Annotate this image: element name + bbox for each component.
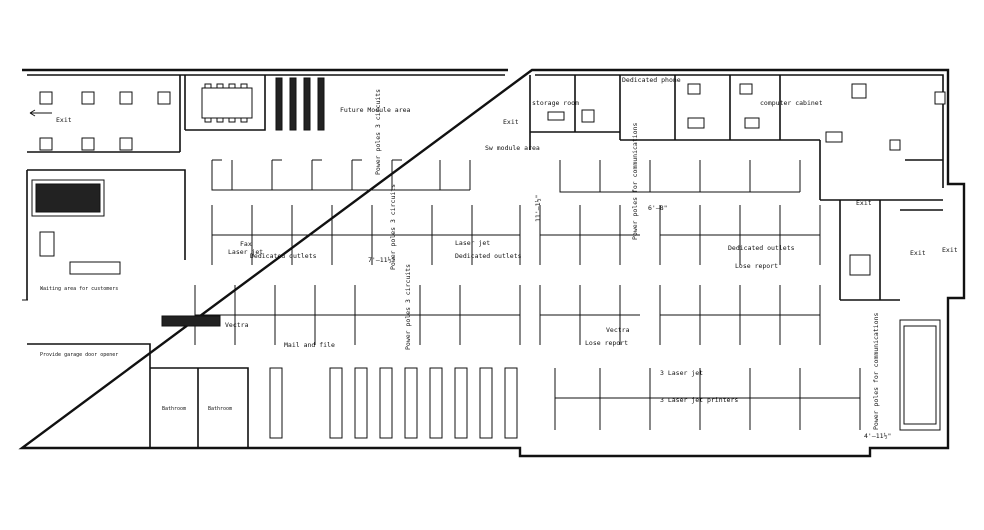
cubicle-row-1 xyxy=(211,159,801,193)
north-offices xyxy=(529,75,946,150)
exit-label-east: Exit xyxy=(856,199,872,207)
three-laser-jet-printers-label: 3 Laser jet printers xyxy=(660,396,738,404)
mail-file-shelving xyxy=(269,367,518,439)
dedicated-outlets-label-1: Dedicated outlets xyxy=(250,252,317,260)
conference-room xyxy=(184,75,266,131)
power-poles-comm-label-1: Power poles for communications xyxy=(631,123,639,240)
bathroom-label-1: Bathroom xyxy=(162,406,186,412)
vectra-label-2: Vectra xyxy=(606,326,630,334)
bathroom-label-2: Bathroom xyxy=(208,406,232,412)
reception-area xyxy=(26,169,186,300)
laser-jet-label-2: Laser jet xyxy=(455,239,490,247)
computer-cabinet-label: computer cabinet xyxy=(760,99,823,107)
three-laser-jet-label: 3 Laser jet xyxy=(660,369,703,377)
fax-label: Fax xyxy=(240,240,252,248)
mail-and-file-label: Mail and file xyxy=(284,341,335,349)
power-poles-label-1: Power poles 3 circuits xyxy=(374,89,382,175)
cubicle-row-3 xyxy=(194,285,821,345)
provide-garage-door-label: Provide garage door opener xyxy=(40,352,118,358)
dedicated-outlets-label-2: Dedicated outlets xyxy=(455,252,522,260)
exit-label-north: Exit xyxy=(503,118,519,126)
exit-label-far-east: Exit xyxy=(942,246,958,254)
cubicle-row-4 xyxy=(554,368,861,430)
sw-module-area-label: Sw module area xyxy=(485,144,540,152)
laser-jet-label-1: Laser jet xyxy=(228,248,263,256)
cubicle-row-2 xyxy=(211,205,821,265)
east-offices xyxy=(819,131,943,301)
storage-room-label: storage room xyxy=(532,99,579,107)
dim-7ft: 7'—11½" xyxy=(368,256,395,264)
southwest-room xyxy=(27,343,249,448)
lose-report-label-1: Lose report xyxy=(735,262,778,270)
southeast-conference-table xyxy=(899,319,941,431)
exit-label-west: Exit xyxy=(56,116,72,124)
dedicated-phone-label: Dedicated phone xyxy=(622,76,681,84)
power-poles-label-3: Power poles 3 circuits xyxy=(404,264,412,350)
vectra-label-1: Vectra xyxy=(225,321,249,329)
file-storage-racks xyxy=(275,77,325,131)
power-poles-comm-label-2: Power poles for communications xyxy=(872,313,880,430)
lose-report-label-2: Lose report xyxy=(585,339,628,347)
exit-label-southeast: Exit xyxy=(910,249,926,257)
waiting-area-label: Waiting area for customers xyxy=(40,286,118,292)
exterior-walls xyxy=(18,68,966,458)
dim-4ft: 4'—11½" xyxy=(864,432,891,440)
future-module-area-label: Future Module area xyxy=(340,106,411,114)
partition-hatch xyxy=(161,315,221,327)
dim-6ft: 6'—8" xyxy=(648,204,668,212)
dedicated-outlets-label-3: Dedicated outlets xyxy=(728,244,795,252)
dim-11ft: 11'—1½" xyxy=(534,195,542,222)
power-poles-label-2: Power poles 3 circuits xyxy=(389,184,397,270)
top-left-office xyxy=(27,75,181,153)
